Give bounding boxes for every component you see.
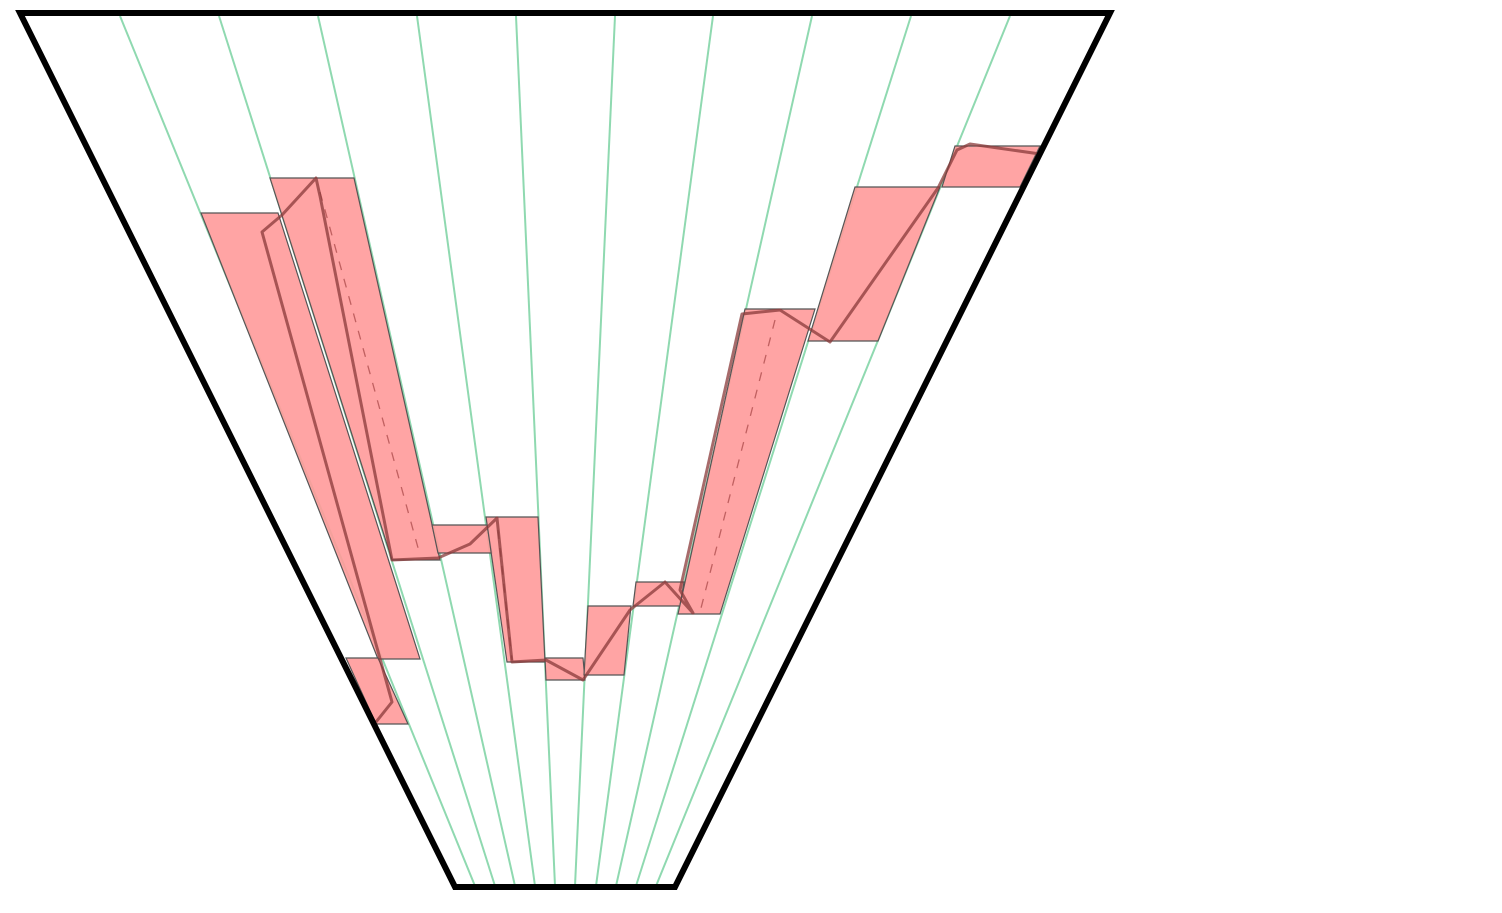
segment-1	[200, 212, 421, 660]
guide-line	[595, 15, 714, 887]
guide-line	[574, 15, 616, 887]
dashed-line-3	[699, 319, 776, 613]
segment-9	[807, 186, 941, 342]
guide-line	[515, 15, 556, 887]
guide-line	[317, 15, 516, 887]
funnel-outline	[15, 10, 1115, 890]
segments	[200, 145, 1041, 725]
guide-line	[635, 15, 912, 887]
segment-6	[583, 605, 632, 676]
guide-line	[416, 15, 536, 887]
segment-8	[677, 308, 816, 615]
dashed-line-1	[319, 191, 421, 556]
guide-lines	[119, 15, 1011, 887]
path-line	[260, 142, 1041, 723]
